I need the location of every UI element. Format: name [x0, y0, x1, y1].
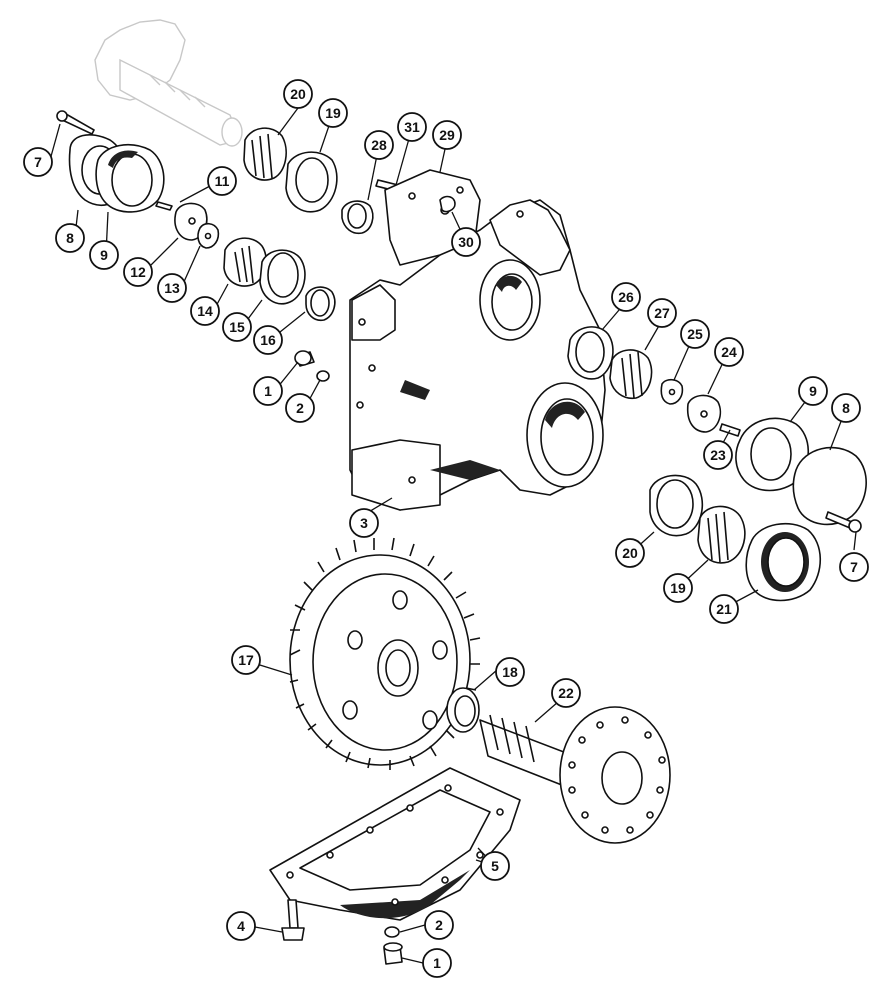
callout-24: 24 [714, 337, 744, 367]
callout-8: 8 [55, 223, 85, 253]
svg-text:1: 1 [433, 955, 441, 971]
callout-1: 1 [253, 376, 283, 406]
svg-text:2: 2 [296, 400, 304, 416]
callout-31: 31 [397, 112, 427, 142]
svg-text:8: 8 [66, 230, 74, 246]
callout-22: 22 [551, 678, 581, 708]
svg-text:11: 11 [215, 173, 230, 189]
callout-29: 29 [432, 120, 462, 150]
callout-19: 19 [318, 98, 348, 128]
callout-21: 21 [709, 594, 739, 624]
callout-23: 23 [703, 440, 733, 470]
callout-25: 25 [680, 319, 710, 349]
callout-9: 9 [89, 240, 119, 270]
svg-text:13: 13 [164, 280, 180, 296]
callout-28: 28 [364, 130, 394, 160]
svg-text:21: 21 [716, 601, 732, 617]
callout-7: 7 [23, 147, 53, 177]
callout-16: 16 [253, 325, 283, 355]
svg-text:18: 18 [502, 664, 518, 680]
retainer-plate-parts [155, 201, 220, 249]
reference-gear-shaft [94, 19, 243, 147]
svg-text:19: 19 [325, 105, 341, 121]
svg-text:17: 17 [238, 652, 254, 668]
svg-text:25: 25 [687, 326, 703, 342]
callout-2: 2 [285, 393, 315, 423]
callout-3: 3 [349, 508, 379, 538]
svg-text:24: 24 [721, 344, 737, 360]
callout-9-right: 9 [798, 376, 828, 406]
callout-7-right: 7 [839, 552, 869, 582]
svg-text:8: 8 [842, 400, 850, 416]
axle-shaft-assembly [446, 687, 671, 844]
callout-1-bottom: 1 [422, 948, 452, 978]
svg-text:7: 7 [850, 559, 858, 575]
svg-text:28: 28 [371, 137, 387, 153]
callout-12: 12 [123, 257, 153, 287]
svg-text:16: 16 [260, 332, 276, 348]
callout-4: 4 [226, 911, 256, 941]
callout-27: 27 [647, 298, 677, 328]
svg-text:4: 4 [237, 918, 245, 934]
svg-text:27: 27 [654, 305, 670, 321]
svg-text:2: 2 [435, 917, 443, 933]
callout-2-bottom: 2 [424, 910, 454, 940]
callout-20-right: 20 [615, 538, 645, 568]
svg-text:9: 9 [809, 383, 817, 399]
housing-drain-plug [294, 350, 330, 382]
transmission-housing [349, 169, 606, 511]
svg-text:26: 26 [618, 289, 634, 305]
callout-18: 18 [495, 657, 525, 687]
callout-17: 17 [231, 645, 261, 675]
svg-text:31: 31 [404, 119, 420, 135]
svg-text:23: 23 [710, 447, 726, 463]
svg-text:29: 29 [439, 127, 455, 143]
svg-text:12: 12 [130, 264, 146, 280]
svg-text:14: 14 [197, 303, 213, 319]
callout-20: 20 [283, 79, 313, 109]
callout-15: 15 [222, 312, 252, 342]
left-bearing-cover-group [56, 110, 165, 213]
callout-30: 30 [451, 227, 481, 257]
callout-bubbles: 1 2 3 7 8 9 11 12 13 14 15 16 19 20 28 3… [23, 79, 869, 978]
svg-text:19: 19 [670, 580, 686, 596]
callout-26: 26 [611, 282, 641, 312]
callout-13: 13 [157, 273, 187, 303]
bottom-oil-pan [269, 767, 521, 965]
callout-19-right: 19 [663, 573, 693, 603]
svg-text:3: 3 [360, 515, 368, 531]
svg-text:5: 5 [491, 858, 499, 874]
bull-gear [289, 537, 481, 770]
right-bearing-stack [567, 326, 741, 437]
svg-text:30: 30 [458, 234, 474, 250]
svg-text:1: 1 [264, 383, 272, 399]
svg-text:15: 15 [229, 319, 245, 335]
callout-11: 11 [207, 166, 237, 196]
svg-text:20: 20 [622, 545, 638, 561]
callout-8-right: 8 [831, 393, 861, 423]
svg-text:20: 20 [290, 86, 306, 102]
svg-text:7: 7 [34, 154, 42, 170]
svg-text:9: 9 [100, 247, 108, 263]
callout-14: 14 [190, 296, 220, 326]
right-bearing-cover-group [649, 417, 867, 602]
callout-5: 5 [480, 851, 510, 881]
svg-text:22: 22 [558, 685, 574, 701]
